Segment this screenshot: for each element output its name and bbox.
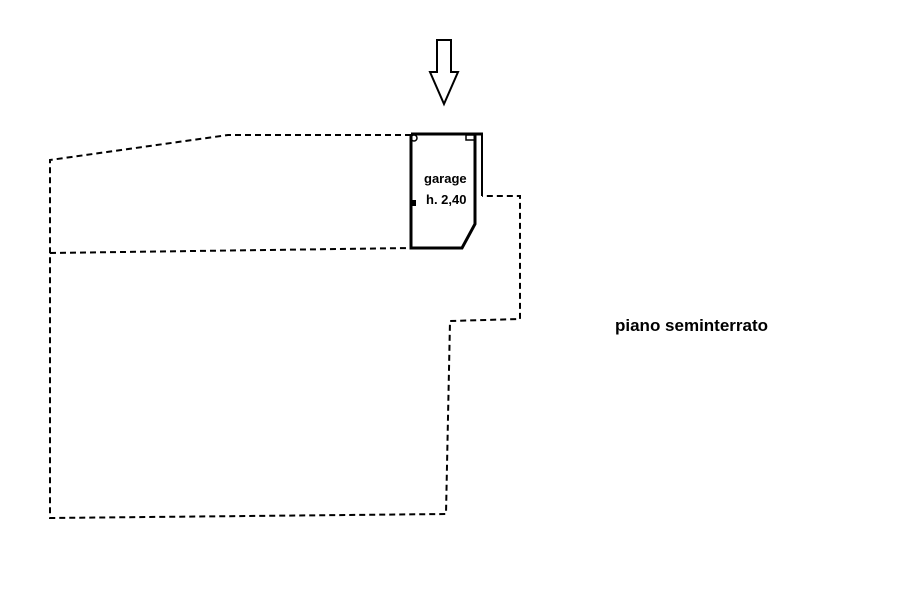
down-arrow-icon [428,39,460,107]
floor-label: piano seminterrato [615,316,769,335]
room-name: garage [424,171,467,186]
upper-outline [49,134,521,520]
garage-walls [409,132,483,250]
room-height: h. 2,40 [426,192,467,207]
interior-line [49,247,412,254]
